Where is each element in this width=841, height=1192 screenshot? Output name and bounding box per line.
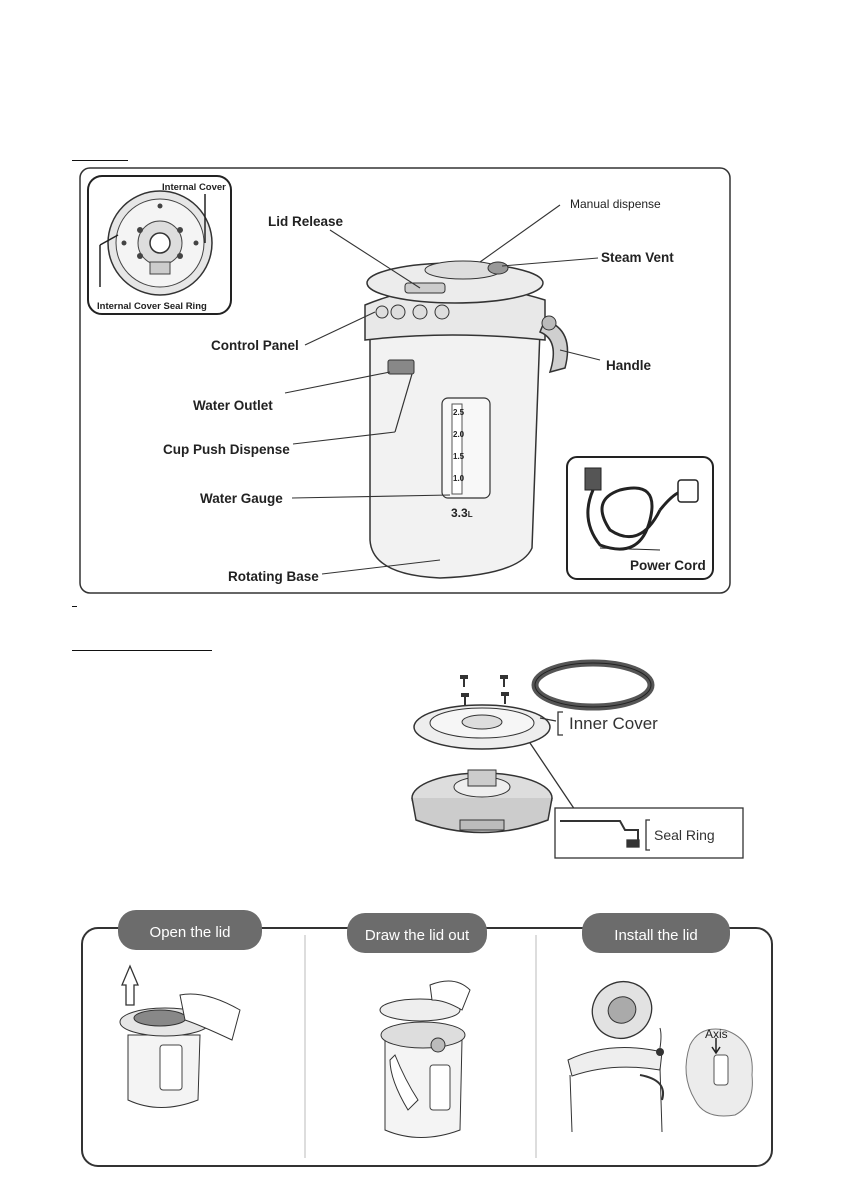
step-3-illustration: Axis xyxy=(568,972,752,1132)
label-axis: Axis xyxy=(705,1027,728,1041)
step-2-illustration xyxy=(380,981,470,1138)
step-1-illustration xyxy=(120,966,240,1108)
step-1-label: Open the lid xyxy=(150,924,231,941)
step-3-label: Install the lid xyxy=(614,927,697,944)
step-2-label: Draw the lid out xyxy=(365,927,470,944)
